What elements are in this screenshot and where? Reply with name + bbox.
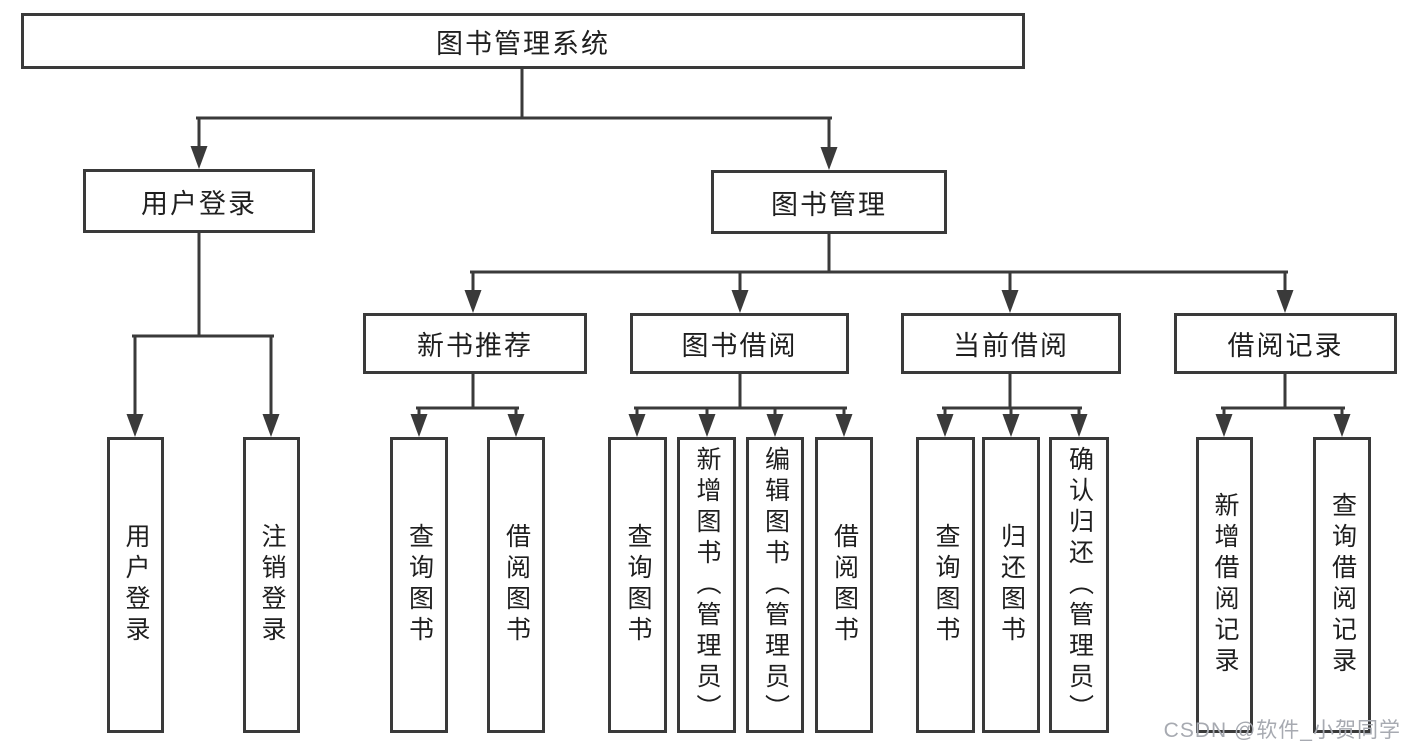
node-label: 归还图书 bbox=[997, 523, 1026, 647]
arrowhead-down bbox=[1070, 414, 1088, 437]
node-label: 借阅图书 bbox=[830, 523, 859, 647]
arrowhead-down bbox=[698, 414, 716, 437]
connector-root-to-level2 bbox=[190, 67, 838, 170]
leaf-edit-book-admin: 编辑图书（管理员） bbox=[746, 437, 804, 733]
arrowhead-down bbox=[820, 147, 838, 170]
node-label: 借阅图书 bbox=[502, 523, 531, 647]
node-label: 确认归还（管理员） bbox=[1065, 445, 1094, 725]
csdn-watermark: CSDN @软件_小贺同学 bbox=[1163, 719, 1401, 742]
node-borrowing-records: 借阅记录 bbox=[1174, 313, 1397, 374]
node-label: 注销登录 bbox=[258, 523, 286, 647]
leaf-query-books-recommend: 查询图书 bbox=[390, 437, 448, 733]
leaf-query-borrow-record: 查询借阅记录 bbox=[1313, 437, 1371, 733]
arrowhead-down bbox=[766, 414, 784, 437]
arrowhead-down bbox=[1333, 414, 1351, 437]
node-new-book-recommend: 新书推荐 bbox=[363, 313, 587, 374]
arrowhead-down bbox=[1001, 290, 1019, 313]
node-user-login: 用户登录 bbox=[83, 169, 315, 233]
arrowhead-down bbox=[835, 414, 853, 437]
arrowhead-down bbox=[410, 414, 428, 437]
leaf-user-login: 用户登录 bbox=[107, 437, 164, 733]
node-label: 新书推荐 bbox=[417, 331, 533, 361]
node-label: 图书借阅 bbox=[681, 331, 798, 361]
node-label: 当前借阅 bbox=[953, 331, 1069, 361]
leaf-return-books: 归还图书 bbox=[982, 437, 1040, 733]
connector-book-borrowing-children bbox=[628, 372, 853, 437]
leaf-query-books-borrowing: 查询图书 bbox=[608, 437, 667, 733]
node-label: 新增借阅记录 bbox=[1211, 492, 1239, 678]
arrowhead-down bbox=[628, 414, 646, 437]
connector-borrowing-records-children bbox=[1215, 372, 1351, 437]
node-library-management-system: 图书管理系统 bbox=[21, 13, 1025, 69]
node-label: 图书管理系统 bbox=[436, 28, 610, 59]
node-label: 借阅记录 bbox=[1227, 331, 1344, 361]
connector-current-borrowing-children bbox=[936, 372, 1088, 437]
connector-new-book-recommend-children bbox=[410, 372, 525, 437]
leaf-confirm-return-admin: 确认归还（管理员） bbox=[1049, 437, 1109, 733]
connector-book-management-children bbox=[464, 232, 1294, 313]
node-label: 新增图书（管理员） bbox=[693, 445, 721, 725]
arrowhead-down bbox=[936, 414, 954, 437]
leaf-add-borrow-record: 新增借阅记录 bbox=[1196, 437, 1253, 733]
node-label: 查询图书 bbox=[405, 523, 434, 647]
arrowhead-down bbox=[731, 290, 749, 313]
leaf-query-books-current: 查询图书 bbox=[916, 437, 975, 733]
node-label: 用户登录 bbox=[141, 188, 257, 219]
leaf-add-book-admin: 新增图书（管理员） bbox=[677, 437, 736, 733]
node-book-borrowing: 图书借阅 bbox=[630, 313, 849, 374]
arrowhead-down bbox=[262, 414, 280, 437]
arrowhead-down bbox=[507, 414, 525, 437]
arrowhead-down bbox=[464, 290, 482, 313]
leaf-borrow-books-recommend: 借阅图书 bbox=[487, 437, 545, 733]
arrowhead-down bbox=[1276, 290, 1294, 313]
connector-user-login-children bbox=[126, 231, 280, 437]
node-label: 图书管理 bbox=[771, 189, 887, 220]
node-current-borrowing: 当前借阅 bbox=[901, 313, 1121, 374]
node-label: 查询图书 bbox=[932, 523, 960, 647]
leaf-logout: 注销登录 bbox=[243, 437, 300, 733]
node-label: 用户登录 bbox=[122, 523, 150, 647]
arrowhead-down bbox=[126, 414, 144, 437]
node-label: 编辑图书（管理员） bbox=[761, 445, 790, 725]
node-book-management: 图书管理 bbox=[711, 170, 947, 234]
arrowhead-down bbox=[1002, 414, 1020, 437]
node-label: 查询图书 bbox=[624, 523, 652, 647]
leaf-borrow-books: 借阅图书 bbox=[815, 437, 873, 733]
arrowhead-down bbox=[1215, 414, 1233, 437]
arrowhead-down bbox=[190, 146, 208, 169]
node-label: 查询借阅记录 bbox=[1328, 492, 1357, 678]
